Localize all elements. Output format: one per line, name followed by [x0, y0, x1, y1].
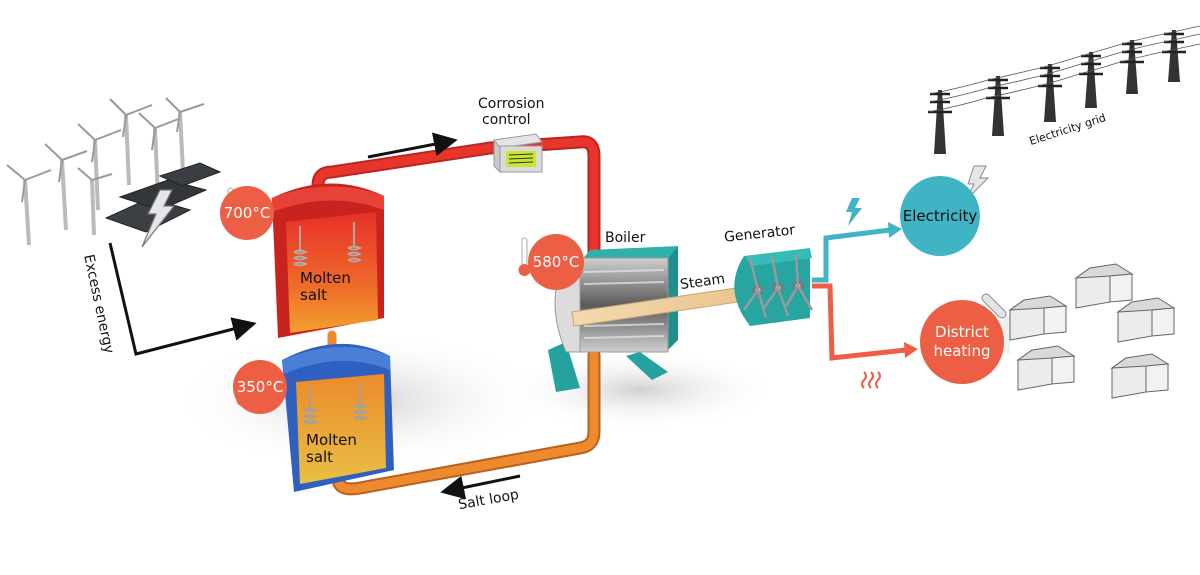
boiler-label: Boiler — [605, 230, 646, 246]
excess-energy-arrow — [108, 242, 257, 356]
cold-tank-temperature-badge: 350°C — [233, 360, 287, 414]
flow-arrow-bottom — [440, 474, 521, 500]
heat-waves-icon — [861, 371, 881, 389]
heating-arrowhead — [904, 342, 918, 358]
houses-icon — [980, 263, 1176, 399]
flow-arrow-top — [367, 132, 458, 159]
district-heating-label-line1: District — [935, 323, 989, 342]
hot-tank-label-line1: Molten — [300, 269, 351, 287]
electricity-output: Electricity — [900, 176, 980, 256]
district-heating-output: District heating — [920, 300, 1004, 384]
corrosion-control-box — [493, 133, 543, 174]
electricity-grid-icon — [927, 25, 1200, 154]
cold-tank-label-line2: salt — [306, 448, 334, 467]
generator — [734, 248, 814, 326]
cold-tank-label: Molten salt — [306, 431, 357, 467]
heating-pipe-icon — [981, 293, 1007, 319]
hot-tank-label: Molten salt — [300, 269, 351, 305]
cold-tank — [282, 343, 394, 492]
district-heating-label-line2: heating — [933, 342, 991, 360]
electricity-arrow — [812, 227, 891, 283]
electricity-bolt-icon — [846, 198, 862, 226]
heating-arrow — [812, 283, 907, 361]
renewables-bolt-icon — [141, 189, 176, 248]
electricity-label: Electricity — [902, 206, 978, 225]
hot-tank-label-line2: salt — [300, 286, 328, 305]
cold-tank-label-line1: Molten — [306, 431, 357, 449]
hot-tank — [272, 183, 384, 338]
electricity-arrowhead — [888, 222, 902, 238]
hot-salt-pipe — [311, 135, 601, 269]
corrosion-control-label: Corrosion control — [478, 96, 545, 128]
hot-tank-temperature-badge: 700°C — [220, 186, 274, 240]
boiler-temperature-badge: 580°C — [528, 234, 584, 290]
corrosion-label-line2: control — [482, 112, 531, 129]
corrosion-label-line1: Corrosion — [478, 96, 545, 112]
